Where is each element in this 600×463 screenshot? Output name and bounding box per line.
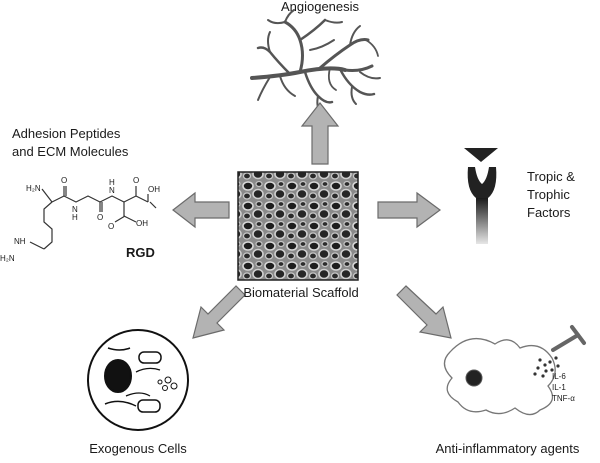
mol-n-amide2: N [109,186,115,195]
scaffold-micrograph [237,171,359,281]
mol-o3: O [133,176,140,185]
macrophage-icon [443,337,560,416]
mol-h-mid: H [109,178,115,187]
cytokine-il6: IL-6 [552,372,566,381]
cytokine-il1: IL-1 [552,383,566,392]
arrow-down-right [396,285,452,339]
tropic-label-line2: Trophic [527,187,570,202]
anti-inflammatory-label: Anti-inflammatory agents [435,441,580,456]
angiogenesis-label: Angiogenesis [280,0,360,14]
mol-nh: NH [14,237,26,246]
mol-n-amide1: N [72,205,78,214]
mol-h2n-top: H₂N [26,184,41,193]
arrow-up [300,102,340,165]
adhesion-label-line2: and ECM Molecules [12,144,129,159]
scaffold-label: Biomaterial Scaffold [243,285,359,300]
mol-h2n-bottom: H₂N [0,254,15,263]
cytokine-tnf: TNF-α [552,394,575,403]
inhibitor-icon [551,325,586,352]
rgd-molecule-icon [29,186,157,250]
rgd-label: RGD [126,245,155,260]
tropic-label-line1: Tropic & [527,169,575,184]
mol-o4: O [108,222,115,231]
tropic-label-line3: Factors [527,205,571,220]
arrow-down-left [192,285,246,339]
arrow-right [377,191,442,229]
vessel-tree-icon [250,9,381,113]
receptor-icon [464,148,498,244]
mol-o2: O [97,213,104,222]
mol-h-top: H [72,213,78,222]
mol-oh-lower: OH [136,219,148,228]
mol-o1: O [61,176,68,185]
adhesion-label-line1: Adhesion Peptides [12,126,121,141]
mol-oh-right: OH [148,185,160,194]
cell-icon [87,329,189,431]
arrow-left [172,191,230,229]
exogenous-cells-label: Exogenous Cells [89,441,187,456]
